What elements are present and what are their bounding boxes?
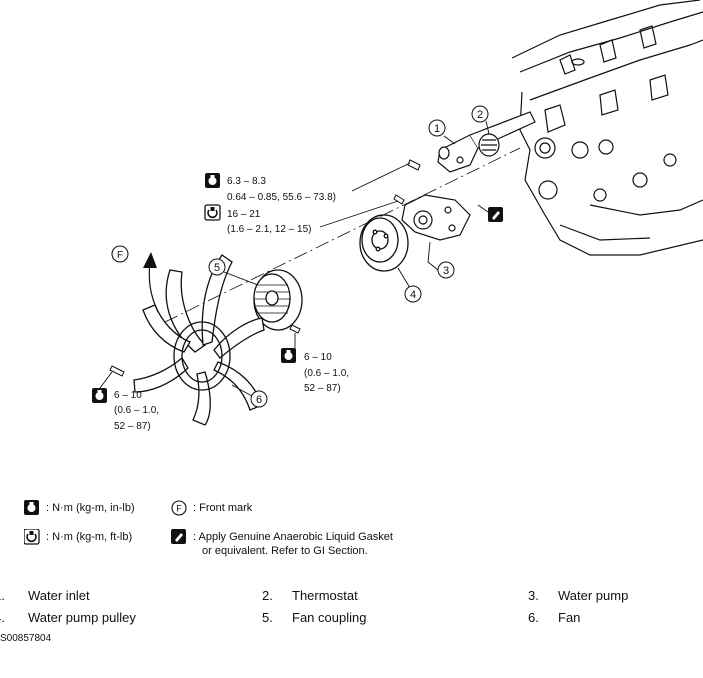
water-pump-drawing — [401, 194, 471, 241]
torque-inlb-icon — [205, 173, 220, 188]
svg-text:(0.6 – 1.0,: (0.6 – 1.0, — [304, 368, 349, 379]
torque-inlb-icon — [281, 348, 296, 363]
callout-3: 3 — [437, 261, 455, 279]
svg-text:52 – 87): 52 – 87) — [114, 421, 151, 432]
legend-front-mark: F : Front mark — [171, 500, 291, 516]
water-pump-pulley-drawing — [359, 214, 409, 272]
torque-ftlb-icon — [24, 529, 40, 545]
thermostat-drawing — [478, 133, 500, 157]
svg-text:6 – 10: 6 – 10 — [304, 352, 332, 363]
svg-text:6: 6 — [256, 394, 262, 406]
torque-spec-fan: 6 – 10 (0.6 – 1.0, 52 – 87) — [92, 388, 159, 432]
svg-text:1: 1 — [434, 123, 440, 135]
callout-5: 5 — [208, 258, 226, 276]
center-axis-line — [164, 147, 521, 323]
torque-spec-middle: 16 – 21 (1.6 – 2.1, 12 – 15) — [204, 204, 312, 235]
front-mark-symbol: F — [117, 250, 123, 261]
svg-text:16 – 21: 16 – 21 — [227, 209, 261, 220]
svg-text:6.3 – 8.3: 6.3 – 8.3 — [227, 176, 266, 187]
legend-nm-inlb: : N·m (kg-m, in-lb) — [24, 500, 194, 516]
torque-spec-coupling: 6 – 10 (0.6 – 1.0, 52 – 87) — [281, 348, 349, 394]
fan-coupling-drawing — [253, 269, 303, 331]
svg-text:(1.6 – 2.1, 12 – 15): (1.6 – 2.1, 12 – 15) — [227, 224, 312, 235]
engine-block-drawing — [511, 0, 703, 256]
svg-text:52 – 87): 52 – 87) — [304, 383, 341, 394]
svg-text:5: 5 — [214, 262, 220, 274]
gasket-marker-icon — [488, 207, 503, 222]
torque-inlb-icon — [92, 388, 107, 403]
front-mark-arrow: F — [111, 245, 159, 313]
svg-text:F: F — [176, 504, 182, 514]
legend-nm-ftlb: : N·m (kg-m, ft-lb) — [24, 529, 194, 545]
svg-text:2: 2 — [477, 109, 483, 121]
gasket-icon — [171, 529, 186, 544]
svg-text:3: 3 — [443, 265, 449, 277]
callout-1: 1 — [428, 119, 446, 137]
svg-text:4: 4 — [410, 289, 416, 301]
svg-text:6 – 10: 6 – 10 — [114, 390, 142, 401]
figure-code: S00857804 — [0, 633, 52, 644]
svg-text:0.64 – 0.85, 55.6 – 73.8): 0.64 – 0.85, 55.6 – 73.8) — [227, 192, 336, 203]
callout-6: 6 — [250, 390, 268, 408]
torque-ftlb-icon — [204, 204, 221, 221]
svg-text:(0.6 – 1.0,: (0.6 – 1.0, — [114, 405, 159, 416]
exploded-view-diagram: F 1 2 3 4 5 6 6.3 — [92, 0, 703, 432]
callout-4: 4 — [404, 285, 422, 303]
torque-inlb-icon — [24, 500, 39, 515]
front-mark-icon: F — [171, 500, 187, 516]
torque-spec-upper: 6.3 – 8.3 0.64 – 0.85, 55.6 – 73.8) — [205, 173, 336, 203]
legend-gasket: : Apply Genuine Anaerobic Liquid Gasket … — [171, 529, 431, 561]
callout-2: 2 — [471, 105, 489, 123]
fan-drawing — [133, 254, 265, 426]
